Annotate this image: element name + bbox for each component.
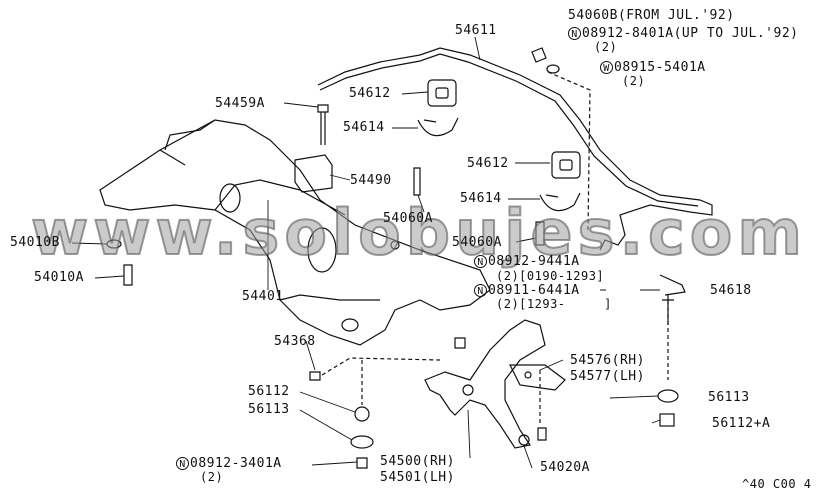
label-54368: 54368: [274, 334, 316, 349]
label-54060a-lower: 54060A: [452, 235, 502, 250]
label-56112: 56112: [248, 384, 290, 399]
label-08912-8401a-text: 08912-8401A(UP TO JUL.'92): [582, 26, 799, 41]
lower-arm-54500: [424, 319, 546, 449]
bushing-56113-right: [657, 389, 679, 403]
n-marker-icon: N: [568, 27, 581, 40]
bushing-54612-upper: [427, 79, 457, 107]
label-54060a-upper: 54060A: [383, 211, 433, 226]
label-54459a: 54459A: [215, 96, 265, 111]
label-54401: 54401: [242, 289, 284, 304]
label-54612-lower: 54612: [467, 156, 509, 171]
label-54010b: 54010B: [10, 235, 60, 250]
bolt-54010a: [123, 264, 133, 286]
label-08912-3401a-text: 08912-3401A: [190, 456, 282, 471]
label-56112a: 56112+A: [712, 416, 771, 431]
bushing-56112a: [659, 413, 675, 427]
label-08915-5401a-qty: (2): [622, 74, 646, 88]
bolt-54368: [309, 371, 321, 381]
bushing-56112: [354, 406, 370, 422]
label-54060b: 54060B(FROM JUL.'92): [568, 8, 735, 23]
label-54490: 54490: [350, 173, 392, 188]
footer-code: ^40 C00 4: [742, 477, 812, 491]
bracket-54576: [509, 364, 566, 391]
mount-54490: [294, 154, 333, 193]
crossmember-54401: [99, 119, 491, 346]
n-marker-icon: N: [474, 284, 487, 297]
label-08911-6441a-qty: (2)[1293- ]: [496, 297, 612, 311]
label-56113-right: 56113: [708, 390, 750, 405]
label-54614-lower: 54614: [460, 191, 502, 206]
n-marker-icon: N: [176, 457, 189, 470]
label-08911-6441a-text: 08911-6441A: [488, 283, 580, 298]
label-56113-left: 56113: [248, 402, 290, 417]
stabilizer-bar: [317, 47, 713, 251]
bolt-54060a-a: [413, 167, 421, 196]
clamp-54614-upper: [417, 117, 459, 137]
label-54611: 54611: [455, 23, 497, 38]
label-08915-5401a-text: 08915-5401A: [614, 60, 706, 75]
nut-54060b: [531, 47, 547, 63]
label-54020a: 54020A: [540, 460, 590, 475]
label-54614-upper: 54614: [343, 120, 385, 135]
bolt-54020a: [537, 427, 547, 441]
label-08912-3401a-qty: (2): [200, 470, 224, 484]
bushing-54612-lower: [551, 151, 581, 179]
label-54500: 54500(RH): [380, 454, 455, 469]
washer-08915: [546, 64, 560, 74]
label-08912-9441a-text: 08912-9441A: [488, 254, 580, 269]
n-marker-icon: N: [474, 255, 487, 268]
label-54501: 54501(LH): [380, 470, 455, 485]
link-54618: [659, 274, 686, 325]
bolt-54060a-b: [535, 221, 545, 246]
label-08912-9441a-qty: (2)[0190-1293]: [496, 269, 605, 283]
label-54618: 54618: [710, 283, 752, 298]
nut-08911-6441a: [454, 337, 466, 349]
label-54577: 54577(LH): [570, 369, 645, 384]
label-54612-upper: 54612: [349, 86, 391, 101]
clamp-54614-lower: [539, 192, 581, 212]
bolt-54459a: [317, 104, 329, 145]
nut-08912-3401a: [356, 457, 368, 469]
w-marker-icon: W: [600, 61, 613, 74]
label-54576: 54576(RH): [570, 353, 645, 368]
label-08912-8401a-qty: (2): [594, 40, 618, 54]
label-54010a: 54010A: [34, 270, 84, 285]
bushing-56113-left: [350, 435, 374, 449]
washer-54010b: [106, 239, 122, 249]
